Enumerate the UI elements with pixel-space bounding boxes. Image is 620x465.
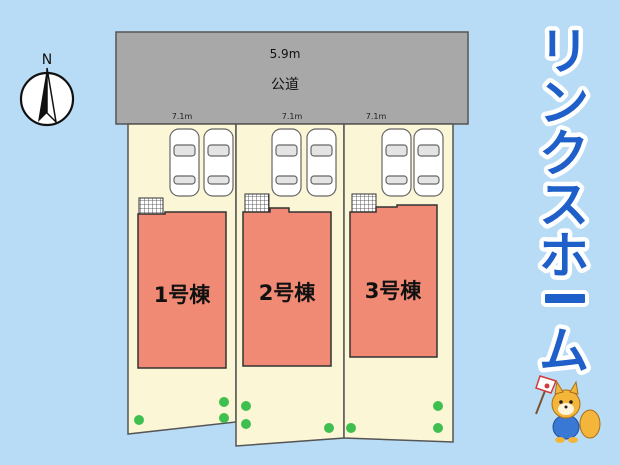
brand-char-5: ホ xyxy=(539,227,589,285)
building-1-label: 1号棟 xyxy=(154,283,212,307)
brand-char-2: ン xyxy=(539,74,589,132)
tree-icon xyxy=(433,423,443,433)
trees xyxy=(134,397,443,433)
compass: N xyxy=(19,52,75,127)
building-1: 1号棟 xyxy=(137,211,227,369)
road-name-label: 公道 xyxy=(271,77,299,93)
lot-3-grid-icon xyxy=(351,193,377,215)
lot-2-frontage: 7.1m xyxy=(282,112,303,121)
brand-char-3: ク xyxy=(539,125,589,183)
road-width-label: 5.9m xyxy=(270,47,301,61)
building-3: 3号棟 xyxy=(349,204,438,358)
road-area xyxy=(115,31,469,125)
car-icon xyxy=(169,128,200,197)
building-3-footprint xyxy=(349,204,438,358)
tree-icon xyxy=(324,423,334,433)
building-3-label: 3号棟 xyxy=(365,279,423,303)
road: 5.9m 公道 xyxy=(115,31,469,125)
car-icon xyxy=(381,128,412,197)
building-2-label: 2号棟 xyxy=(259,281,317,305)
brand-char-6-long-vowel: ー xyxy=(541,290,589,307)
car-icon xyxy=(203,128,234,197)
mascot-icon xyxy=(535,375,601,443)
brand-char-1: リ xyxy=(539,23,589,81)
building-2: 2号棟 xyxy=(242,207,332,367)
lot-1-frontage: 7.1m xyxy=(172,112,193,121)
lot-2-grid-icon xyxy=(244,193,270,215)
car-icon xyxy=(413,128,444,197)
building-1-footprint xyxy=(137,211,227,369)
compass-needle-light-icon xyxy=(46,67,58,125)
tree-icon xyxy=(241,419,251,429)
tree-icon xyxy=(433,401,443,411)
brand-wordmark: リ ン ク ス ホ ー ム xyxy=(535,19,594,385)
car-icon xyxy=(306,128,337,197)
tree-icon xyxy=(346,423,356,433)
brand-char-7: ム xyxy=(539,322,589,380)
tree-icon xyxy=(219,413,229,423)
compass-north-label: N xyxy=(42,52,52,68)
tree-icon xyxy=(134,415,144,425)
tree-icon xyxy=(241,401,251,411)
parking-cars xyxy=(169,128,444,197)
compass-needle-dark-icon xyxy=(38,68,47,122)
car-icon xyxy=(271,128,302,197)
building-2-footprint xyxy=(242,207,332,367)
long-vowel-bar xyxy=(541,290,589,307)
brand-char-4: ス xyxy=(539,176,589,234)
tree-icon xyxy=(219,397,229,407)
lot-3-frontage: 7.1m xyxy=(366,112,387,121)
